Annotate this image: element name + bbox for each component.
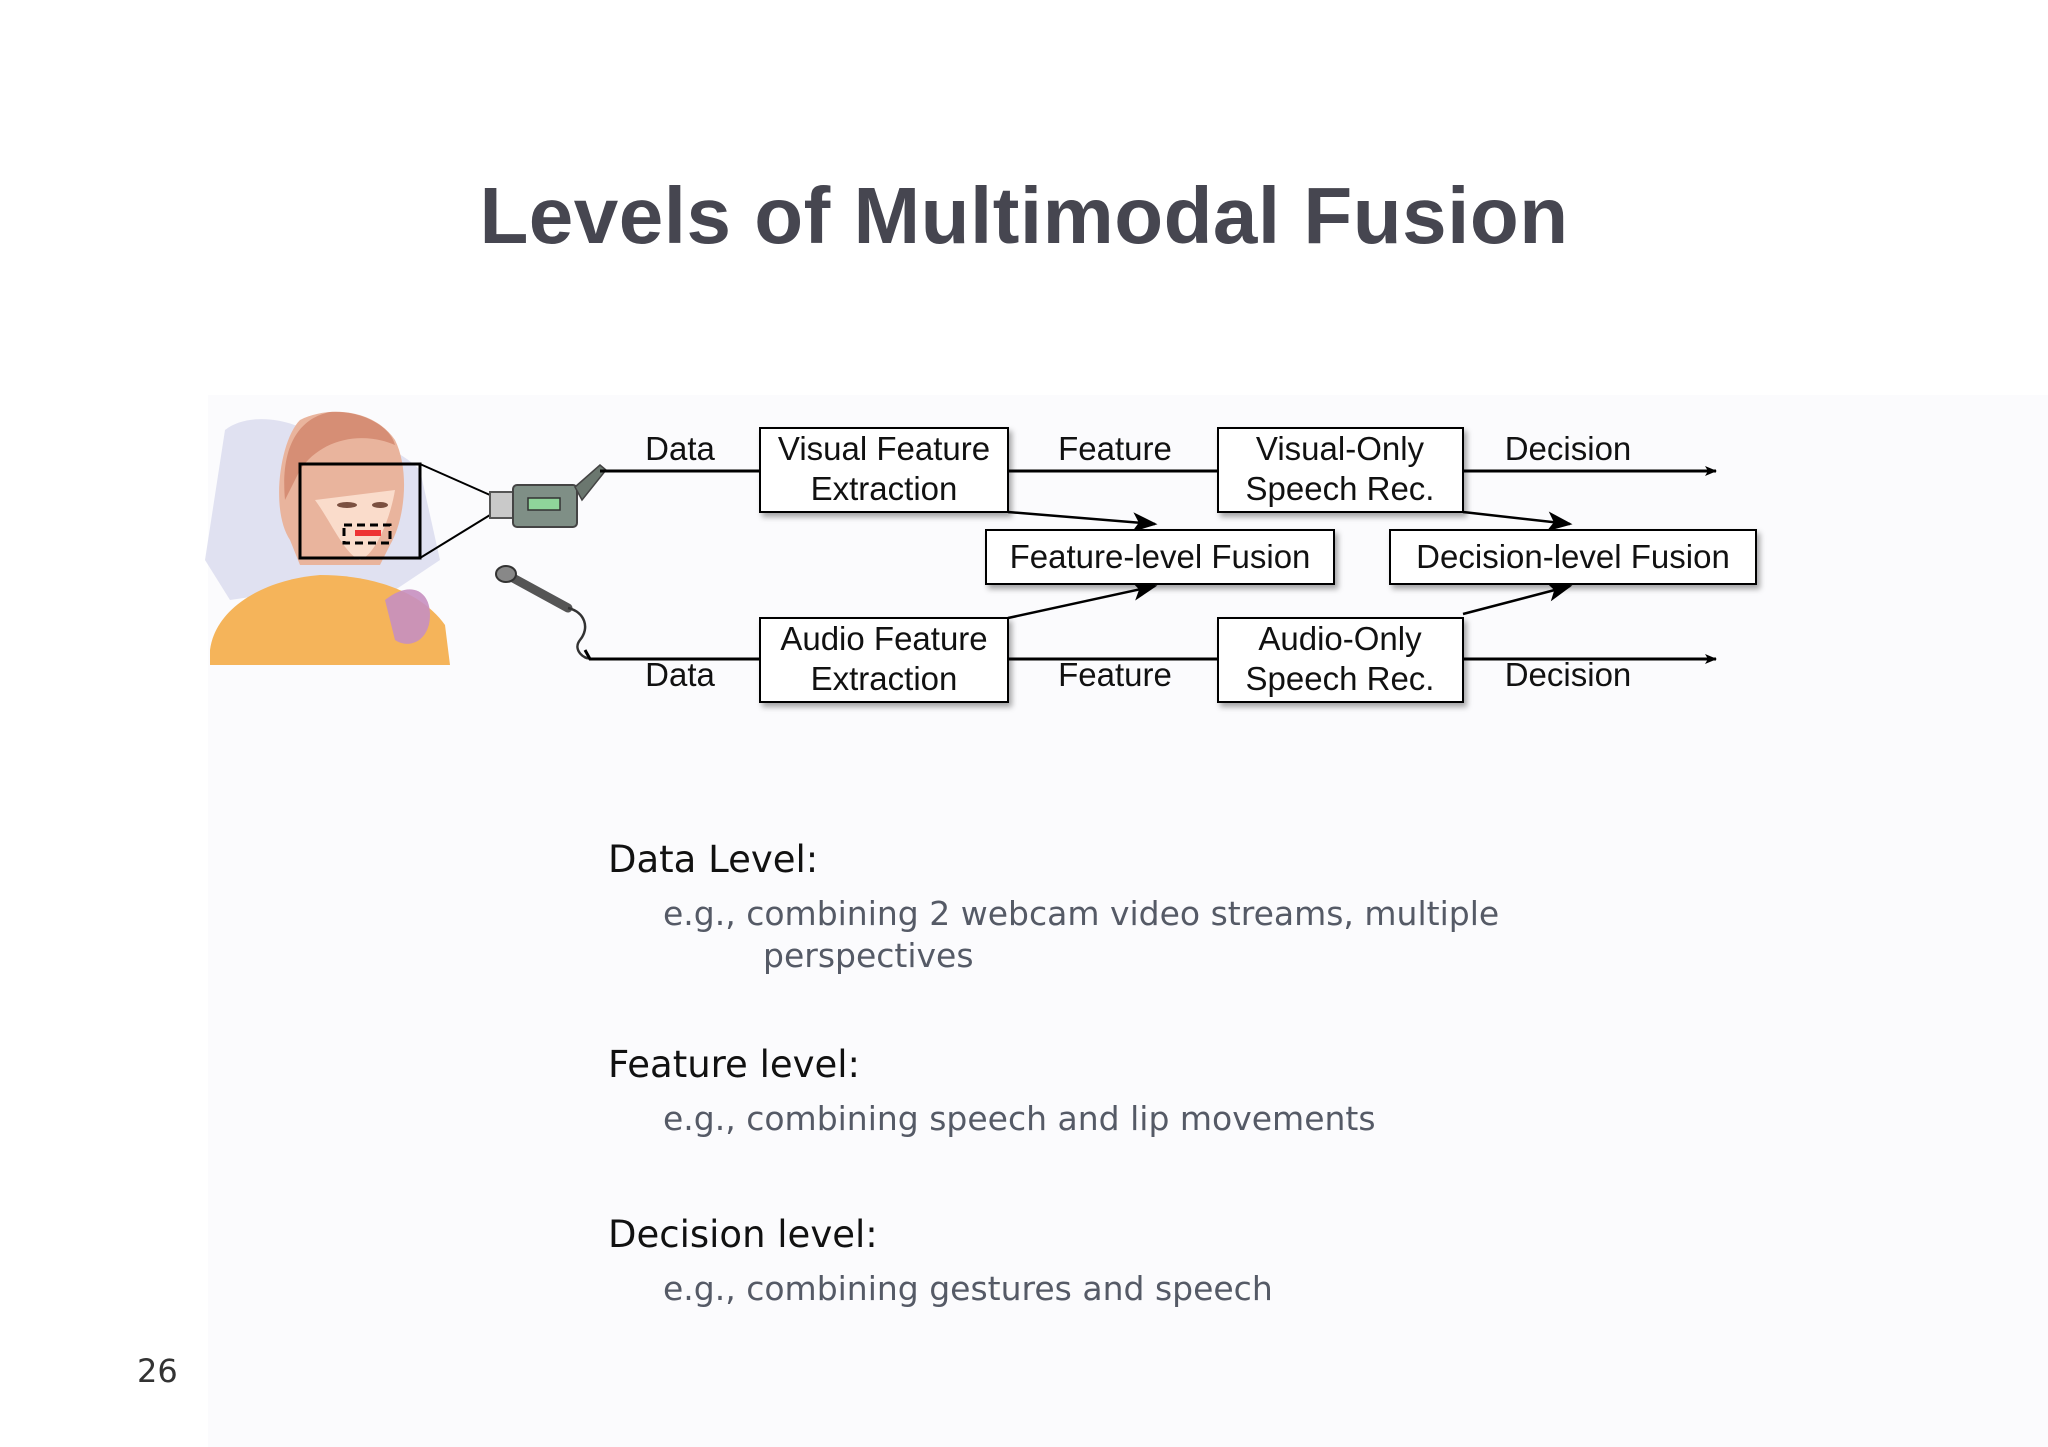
decision-fusion-box [1389,529,1757,585]
audio-feature-line2: Extraction [811,660,958,697]
data-level-example-line1: e.g., combining 2 webcam video streams, … [663,894,1500,933]
decision-level-example: e.g., combining gestures and speech [663,1269,1273,1308]
audio-only-line1: Audio-Only [1258,620,1422,657]
slide-title: Levels of Multimodal Fusion [479,171,1569,260]
visual-only-box [1217,427,1464,513]
visual-feature-line2: Extraction [811,470,958,507]
feature-label-bottom: Feature [1058,656,1172,693]
microphone-icon [495,565,591,660]
decision-label-bottom: Decision [1505,656,1632,693]
video-camera-icon [489,464,608,528]
feature-label-top: Feature [1058,430,1172,467]
data-label-top: Data [645,430,715,467]
fusion-diagram: Data Data Feature Feature Decision Decis… [205,411,1757,703]
decision-label-top: Decision [1505,430,1632,467]
feature-level-example: e.g., combining speech and lip movements [663,1099,1376,1138]
feature-fusion-label: Feature-level Fusion [1010,538,1311,575]
feature-level-heading: Feature level: [608,1043,861,1086]
feature-fusion-box [985,529,1335,585]
mouth-focus-box [298,462,422,560]
lip-region-marker [342,523,392,545]
data-label-bottom: Data [645,656,715,693]
data-level-example: e.g., combining 2 webcam video streams, … [663,893,1499,977]
data-level-heading: Data Level: [608,838,819,881]
feature-level-section: Feature level: e.g., combining speech an… [608,1043,1376,1140]
visual-only-line2: Speech Rec. [1246,470,1435,507]
data-level-example-line2: perspectives [763,936,974,975]
page-number: 26 [137,1352,178,1390]
decision-level-heading: Decision level: [608,1213,878,1256]
visual-only-line1: Visual-Only [1256,430,1425,467]
audio-feature-box [759,617,1009,703]
visual-feature-line1: Visual Feature [778,430,990,467]
decision-level-section: Decision level: e.g., combining gestures… [608,1213,1273,1310]
person-icon [205,411,450,665]
decision-fusion-label: Decision-level Fusion [1416,538,1730,575]
audio-only-box [1217,617,1464,703]
audio-feature-line1: Audio Feature [780,620,987,657]
visual-feature-box [759,427,1009,513]
audio-only-line2: Speech Rec. [1246,660,1435,697]
data-level-section: Data Level: e.g., combining 2 webcam vid… [608,838,1499,977]
